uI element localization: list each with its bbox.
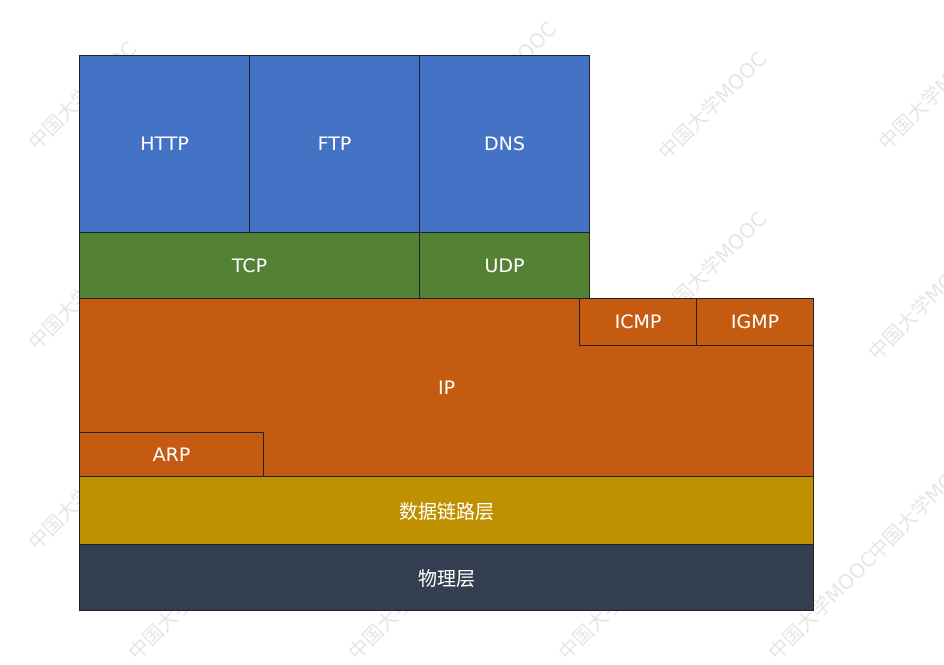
block-physical-layer: 物理层 xyxy=(79,544,814,611)
block-arp: ARP xyxy=(79,432,264,477)
watermark: 中国大学MOOC xyxy=(863,446,944,565)
watermark: 中国大学MOOC xyxy=(873,36,944,155)
block-dns: DNS xyxy=(419,55,590,233)
watermark: 中国大学MOOC xyxy=(863,246,944,365)
block-udp: UDP xyxy=(419,232,590,299)
block-http: HTTP xyxy=(79,55,250,233)
block-data-link-layer: 数据链路层 xyxy=(79,476,814,545)
block-tcp: TCP xyxy=(79,232,420,299)
block-igmp: IGMP xyxy=(696,298,814,346)
block-icmp: ICMP xyxy=(579,298,697,346)
block-ftp: FTP xyxy=(249,55,420,233)
watermark: 中国大学MOOC xyxy=(653,46,772,165)
